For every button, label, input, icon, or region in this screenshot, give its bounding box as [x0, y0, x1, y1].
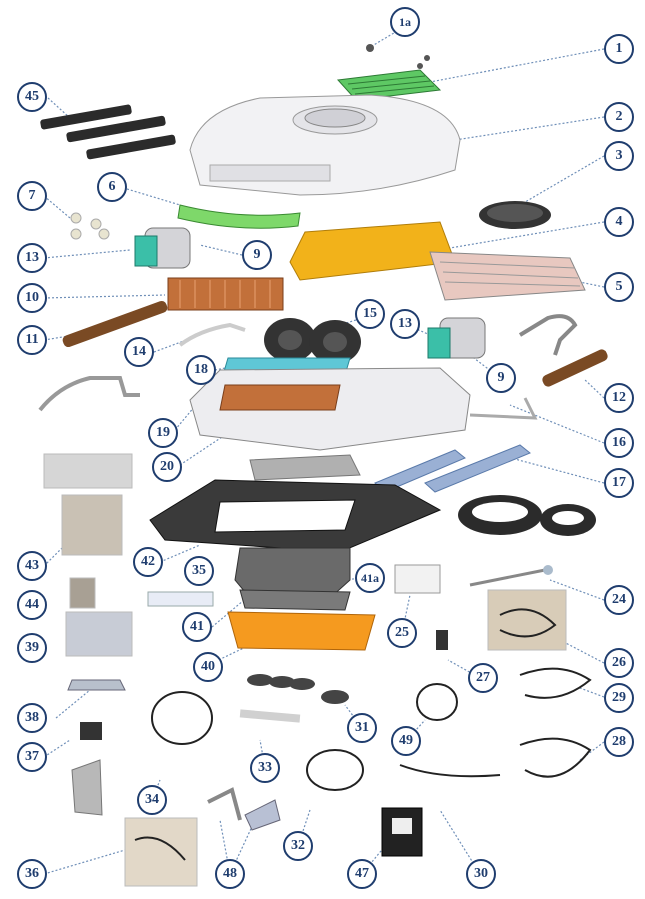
callout-4: 4 — [604, 207, 634, 237]
callout-44: 44 — [17, 590, 47, 620]
callout-6: 6 — [97, 172, 127, 202]
callout-5: 5 — [604, 272, 634, 302]
callout-11: 11 — [17, 325, 47, 355]
callout-47: 47 — [347, 859, 377, 889]
compressor-right-part — [427, 317, 486, 359]
inner-frame-part — [149, 479, 442, 553]
callout-3: 3 — [604, 141, 634, 171]
callout-7: 7 — [17, 181, 47, 211]
callout-2: 2 — [604, 102, 634, 132]
callout-37: 37 — [17, 742, 47, 772]
callout-1a: 1a — [390, 7, 420, 37]
callout-27: 27 — [468, 663, 498, 693]
diffuser-foam-part — [234, 547, 351, 611]
base-pan-part — [189, 367, 471, 451]
callout-17: 17 — [604, 468, 634, 498]
shroud-part — [189, 94, 461, 196]
callout-9: 9 — [486, 363, 516, 393]
callout-33: 33 — [250, 753, 280, 783]
callout-38: 38 — [17, 703, 47, 733]
callout-10: 10 — [17, 283, 47, 313]
callout-15: 15 — [355, 299, 385, 329]
gasket-rolls-part — [458, 495, 596, 536]
callout-28: 28 — [604, 727, 634, 757]
callout-13: 13 — [390, 309, 420, 339]
callout-41a: 41a — [355, 563, 385, 593]
callout-43: 43 — [17, 551, 47, 581]
green-gasket-part — [177, 204, 301, 229]
callout-41: 41 — [182, 612, 212, 642]
callout-40: 40 — [193, 652, 223, 682]
callout-30: 30 — [466, 859, 496, 889]
callout-35: 35 — [184, 556, 214, 586]
callout-31: 31 — [347, 713, 377, 743]
condenser-part — [429, 251, 586, 301]
drip-tray-part — [227, 611, 376, 651]
grille-part — [336, 69, 442, 101]
callout-34: 34 — [137, 785, 167, 815]
callout-18: 18 — [186, 355, 216, 385]
compressor-left-part — [134, 227, 191, 269]
callout-9: 9 — [242, 240, 272, 270]
callout-48: 48 — [215, 859, 245, 889]
callout-42: 42 — [133, 547, 163, 577]
callout-16: 16 — [604, 428, 634, 458]
callout-36: 36 — [17, 859, 47, 889]
evaporator-part — [167, 277, 284, 311]
callout-39: 39 — [17, 633, 47, 663]
callout-14: 14 — [124, 337, 154, 367]
blower-part — [264, 318, 361, 364]
yellow-cover-part — [289, 221, 456, 281]
callout-29: 29 — [604, 683, 634, 713]
callout-24: 24 — [604, 585, 634, 615]
drier-right-part — [542, 349, 608, 387]
callout-19: 19 — [148, 418, 178, 448]
callout-20: 20 — [152, 452, 182, 482]
callout-1: 1 — [604, 34, 634, 64]
callout-25: 25 — [387, 618, 417, 648]
callout-12: 12 — [604, 383, 634, 413]
callout-45: 45 — [17, 82, 47, 112]
rubber-strips-part — [40, 104, 176, 160]
callout-13: 13 — [17, 243, 47, 273]
drier-left-part — [62, 300, 168, 348]
callout-26: 26 — [604, 648, 634, 678]
callout-32: 32 — [283, 831, 313, 861]
callout-49: 49 — [391, 726, 421, 756]
